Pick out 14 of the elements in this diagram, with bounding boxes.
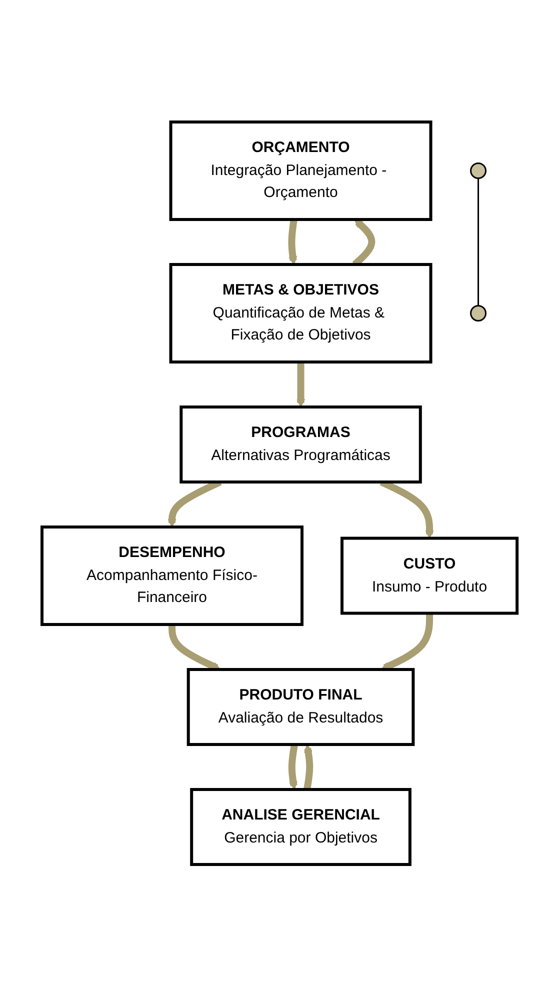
- node-box: PRODUTO FINAL Avaliação de Resultados: [187, 668, 416, 746]
- node-box: ORÇAMENTO Integração Planejamento - Orçamento: [170, 120, 433, 222]
- arrow: [296, 362, 306, 408]
- arrow: [288, 219, 298, 266]
- arrow: [304, 744, 314, 790]
- node-circle: [470, 305, 487, 322]
- node-box: ANALISE GERENCIAL Gerencia por Objetivos: [190, 788, 412, 866]
- node-box: METAS & OBJETIVOS Quantificação de Metas & Fixação de Objetivos: [170, 263, 433, 364]
- arrow: [288, 744, 298, 790]
- node-box: CUSTO Insumo - Produto: [340, 537, 520, 615]
- node-circle: [470, 162, 487, 180]
- node-box: DESEMPENHO Acompanhamento Físico-Financeiro: [40, 526, 304, 626]
- connector: [478, 178, 480, 306]
- node-box: PROGRAMAS Alternativas Programáticas: [180, 406, 422, 484]
